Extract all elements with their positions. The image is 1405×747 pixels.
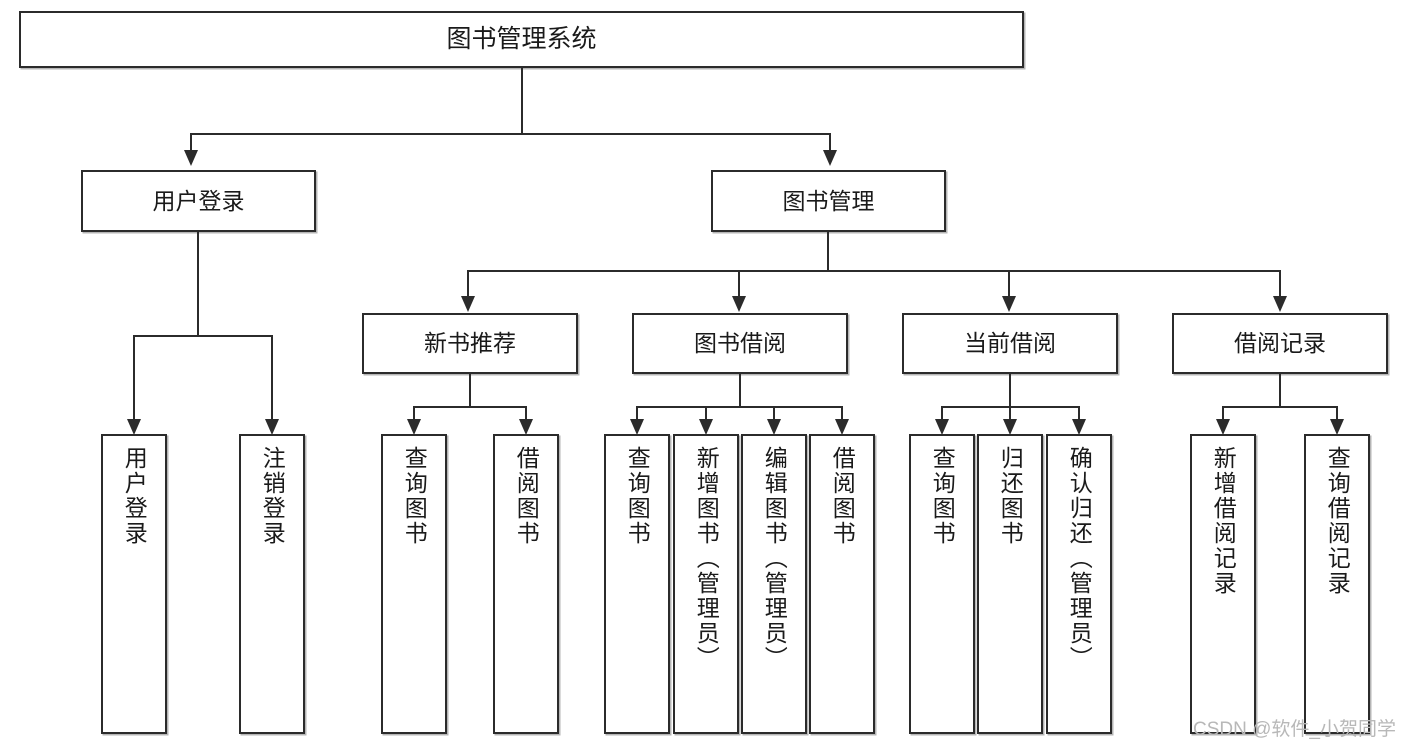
connector-to-current-borrow <box>1008 270 1010 297</box>
arrow-bb-leaf2 <box>699 419 713 435</box>
leaf-add-borrow-record[interactable]: 新增借阅记录 <box>1190 434 1256 734</box>
arrow-br-leaf1 <box>1216 419 1230 435</box>
connector-bb-leaf4 <box>841 406 843 420</box>
leaf-confirm-return-admin[interactable]: 确认归还（管理员） <box>1046 434 1112 734</box>
arrow-bb-leaf3 <box>767 419 781 435</box>
arrow-cb-leaf2 <box>1003 419 1017 435</box>
node-current-borrow[interactable]: 当前借阅 <box>902 313 1118 374</box>
node-label: 图书管理 <box>782 187 875 214</box>
connector-to-new-book-rec <box>467 270 469 297</box>
arrow-br-leaf2 <box>1330 419 1344 435</box>
leaf-add-book-admin[interactable]: 新增图书（管理员） <box>673 434 739 734</box>
node-label: 用户登录 <box>121 446 148 546</box>
node-label: 查询图书 <box>401 446 428 546</box>
arrow-to-book-borrow <box>732 296 746 312</box>
connector-bb-bus <box>636 406 843 408</box>
leaf-query-book-cb[interactable]: 查询图书 <box>909 434 975 734</box>
leaf-user-login[interactable]: 用户登录 <box>101 434 167 734</box>
connector-to-book-manage <box>829 133 831 151</box>
node-book-management[interactable]: 图书管理 <box>711 170 946 232</box>
connector-level2-bus <box>190 133 831 135</box>
connector-nbr-leaf1 <box>413 406 415 420</box>
connector-cb-stem <box>1009 374 1011 407</box>
node-label: 借阅记录 <box>1234 330 1326 357</box>
connector-br-leaf2 <box>1336 406 1338 420</box>
connector-br-stem <box>1279 374 1281 407</box>
node-new-book-recommend[interactable]: 新书推荐 <box>362 313 578 374</box>
connector-nbr-bus <box>413 406 527 408</box>
node-book-borrow[interactable]: 图书借阅 <box>632 313 848 374</box>
connector-to-book-borrow <box>738 270 740 297</box>
node-label: 借阅图书 <box>829 446 856 546</box>
arrow-to-borrow-record <box>1273 296 1287 312</box>
node-label: 用户登录 <box>152 187 245 214</box>
node-label: 查询借阅记录 <box>1324 446 1351 596</box>
node-root-system[interactable]: 图书管理系统 <box>19 11 1024 68</box>
node-label: 新书推荐 <box>424 330 516 357</box>
leaf-query-borrow-record[interactable]: 查询借阅记录 <box>1304 434 1370 734</box>
arrow-to-book-manage <box>823 150 837 166</box>
leaf-borrow-book-bb[interactable]: 借阅图书 <box>809 434 875 734</box>
leaf-logout[interactable]: 注销登录 <box>239 434 305 734</box>
connector-br-leaf1 <box>1222 406 1224 420</box>
connector-to-user-login <box>190 133 192 151</box>
connector-bb-leaf3 <box>773 406 775 420</box>
leaf-query-book-nbr[interactable]: 查询图书 <box>381 434 447 734</box>
node-label: 编辑图书（管理员） <box>761 446 788 671</box>
csdn-watermark: CSDN @软件_小贺同学 <box>1193 719 1396 740</box>
connector-level3-bus <box>467 270 1281 272</box>
arrow-to-current-borrow <box>1002 296 1016 312</box>
arrow-bb-leaf1 <box>630 419 644 435</box>
connector-cb-leaf1 <box>941 406 943 420</box>
arrow-nbr-leaf1 <box>407 419 421 435</box>
leaf-query-book-bb[interactable]: 查询图书 <box>604 434 670 734</box>
node-label: 新增图书（管理员） <box>693 446 720 671</box>
connector-bb-leaf1 <box>636 406 638 420</box>
connector-nbr-stem <box>469 374 471 407</box>
node-label: 查询图书 <box>624 446 651 546</box>
connector-to-leaf-user-login <box>133 335 135 420</box>
connector-br-bus <box>1222 406 1338 408</box>
connector-bb-stem <box>739 374 741 407</box>
node-label: 查询图书 <box>929 446 956 546</box>
node-label: 归还图书 <box>997 446 1024 546</box>
node-label: 新增借阅记录 <box>1210 446 1237 596</box>
node-label: 借阅图书 <box>513 446 540 546</box>
connector-user-login-bus <box>133 335 273 337</box>
node-label: 确认归还（管理员） <box>1066 446 1093 671</box>
arrow-to-leaf-user-login <box>127 419 141 435</box>
arrow-cb-leaf1 <box>935 419 949 435</box>
node-label: 当前借阅 <box>964 330 1056 357</box>
connector-book-manage-stem <box>827 232 829 271</box>
arrow-to-new-book-rec <box>461 296 475 312</box>
connector-user-login-stem <box>197 232 199 336</box>
connector-cb-leaf2 <box>1009 406 1011 420</box>
connector-bb-leaf2 <box>705 406 707 420</box>
connector-nbr-leaf2 <box>525 406 527 420</box>
connector-to-borrow-record <box>1279 270 1281 297</box>
leaf-borrow-book-nbr[interactable]: 借阅图书 <box>493 434 559 734</box>
leaf-return-book[interactable]: 归还图书 <box>977 434 1043 734</box>
connector-cb-leaf3 <box>1078 406 1080 420</box>
node-borrow-record[interactable]: 借阅记录 <box>1172 313 1388 374</box>
arrow-to-leaf-logout <box>265 419 279 435</box>
connector-to-leaf-logout <box>271 335 273 420</box>
arrow-nbr-leaf2 <box>519 419 533 435</box>
arrow-cb-leaf3 <box>1072 419 1086 435</box>
node-label: 图书借阅 <box>694 330 786 357</box>
arrow-bb-leaf4 <box>835 419 849 435</box>
node-label: 图书管理系统 <box>446 25 597 54</box>
connector-root-stem <box>521 68 523 134</box>
node-label: 注销登录 <box>259 446 286 546</box>
leaf-edit-book-admin[interactable]: 编辑图书（管理员） <box>741 434 807 734</box>
node-user-login[interactable]: 用户登录 <box>81 170 316 232</box>
arrow-to-user-login <box>184 150 198 166</box>
